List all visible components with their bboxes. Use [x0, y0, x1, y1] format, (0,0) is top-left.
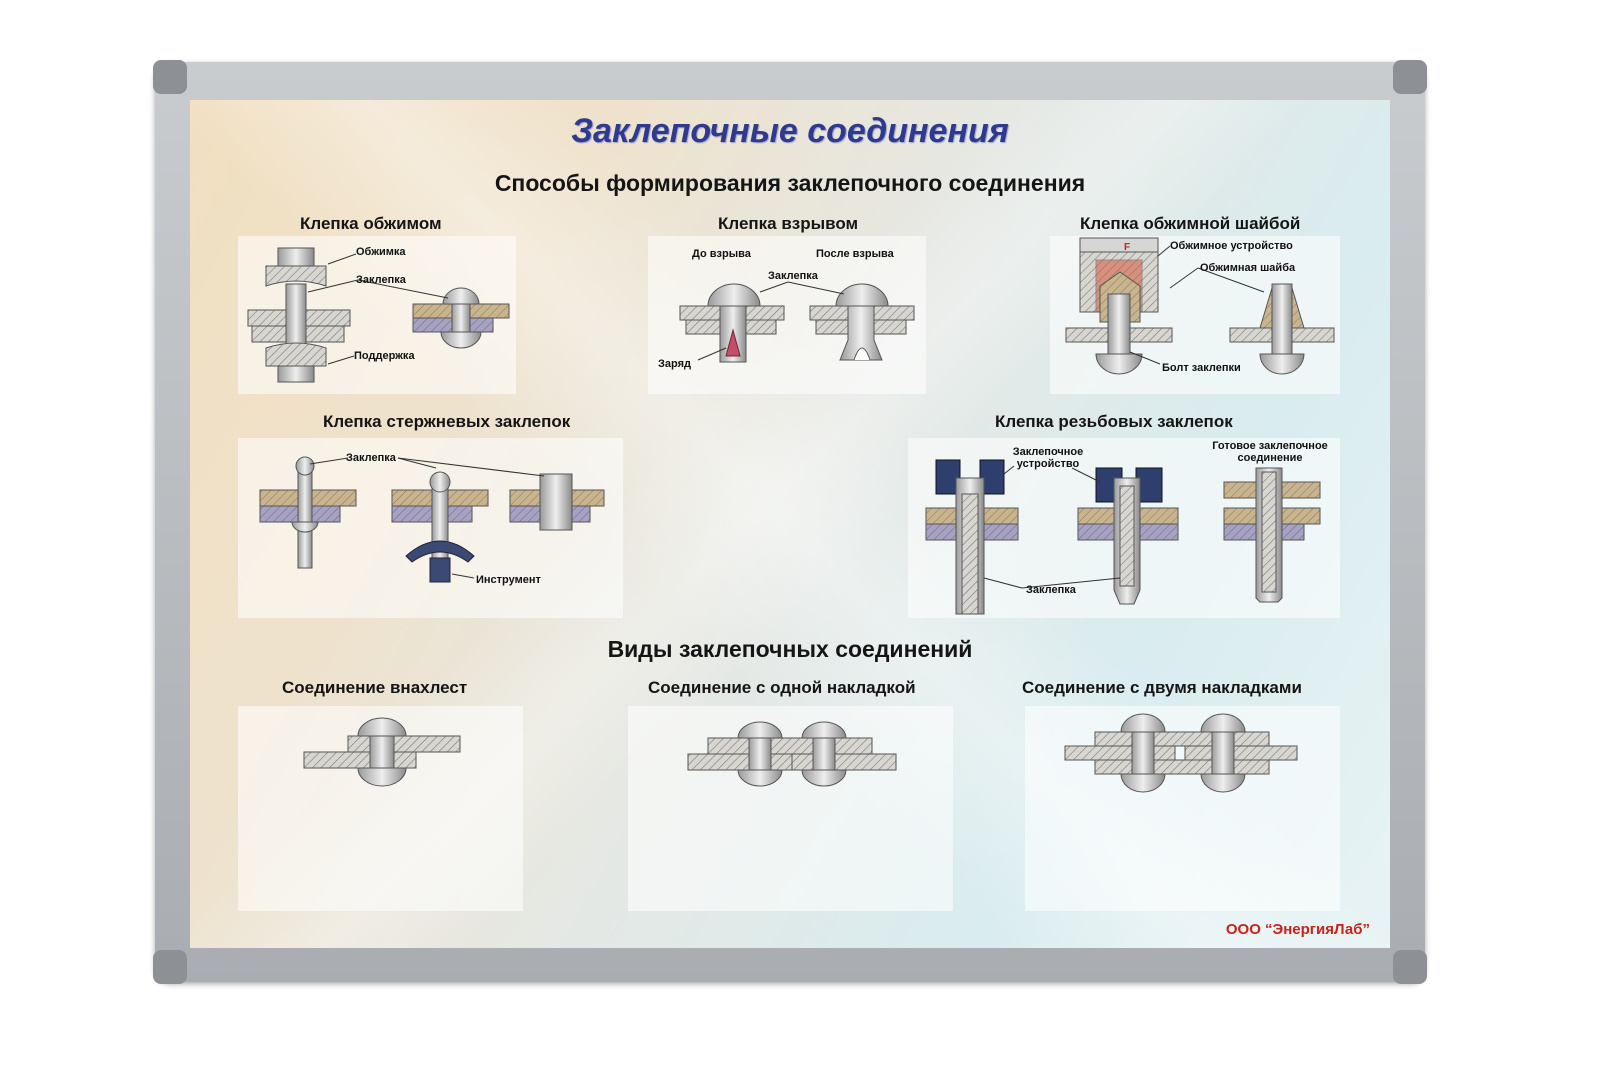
- crimp-label-support: Поддержка: [354, 350, 415, 362]
- rod-label-tool: Инструмент: [476, 574, 541, 586]
- frame-corner: [153, 950, 187, 984]
- crimp-label-rivet: Заклепка: [356, 274, 406, 286]
- joint-single-panel: [628, 706, 953, 911]
- joint-single-drawing: [687, 721, 897, 787]
- thread-title: Клепка резьбовых заклепок: [995, 412, 1233, 431]
- explosion-label-after: После взрыва: [816, 248, 894, 260]
- joint-double-title: Соединение с двумя накладками: [1022, 678, 1302, 697]
- explosion-label-rivet: Заклепка: [768, 270, 818, 282]
- explosion-rivet-drawing: [679, 281, 915, 363]
- thread-rivet-drawing: [925, 459, 1321, 615]
- washer-panel: F Обжимное устройство Обжимная шайба Бол…: [1050, 236, 1340, 394]
- joint-single-title: Соединение с одной накладкой: [648, 678, 916, 697]
- joint-double-panel: [1025, 706, 1340, 911]
- washer-rivet-drawing: F: [1065, 237, 1335, 375]
- poster-title: Заклепочные соединения: [571, 112, 1009, 150]
- joint-lap-panel: [238, 706, 523, 911]
- thread-label-finished: Готовое заклепочное соединение: [1212, 440, 1328, 464]
- section-title-methods: Способы формирования заклепочного соедин…: [494, 170, 1086, 196]
- washer-label-device: Обжимное устройство: [1170, 240, 1293, 252]
- rod-panel: Заклепка Инструмент: [238, 438, 623, 618]
- frame-corner: [1393, 60, 1427, 94]
- thread-panel: Заклепочное устройство Готовое заклепочн…: [908, 438, 1340, 618]
- crimp-panel: Обжимка Заклепка Поддержка: [238, 236, 516, 394]
- washer-label-washer: Обжимная шайба: [1200, 262, 1296, 274]
- explosion-label-before: До взрыва: [692, 248, 751, 260]
- brand-label: ООО “ЭнергияЛаб”: [1225, 921, 1370, 938]
- section-title-joints: Виды заклепочных соединений: [607, 636, 973, 662]
- frame-corner: [1393, 950, 1427, 984]
- joint-lap-title: Соединение внахлест: [282, 678, 468, 697]
- poster: Заклепочные соединения Способы формирова…: [190, 100, 1390, 948]
- thread-label-device: Заклепочное устройство: [1012, 446, 1084, 470]
- frame-corner: [153, 60, 187, 94]
- explosion-panel: До взрыва После взрыва Заклепка Заряд: [648, 236, 926, 394]
- crimp-label-die: Обжимка: [356, 246, 406, 258]
- explosion-label-charge: Заряд: [658, 358, 691, 370]
- joint-lap-drawing: [303, 717, 461, 787]
- washer-label-bolt: Болт заклепки: [1162, 362, 1241, 374]
- crimp-title: Клепка обжимом: [300, 214, 442, 233]
- rod-label-rivet: Заклепка: [346, 452, 396, 464]
- explosion-title: Клепка взрывом: [718, 214, 859, 233]
- joint-double-drawing: [1064, 713, 1298, 793]
- rod-title: Клепка стержневых заклепок: [323, 412, 571, 431]
- thread-label-rivet: Заклепка: [1026, 584, 1076, 596]
- washer-title: Клепка обжимной шайбой: [1080, 214, 1301, 233]
- washer-force-label: F: [1124, 242, 1130, 253]
- crimp-rivet-drawing: [247, 247, 510, 383]
- rod-rivet-drawing: [259, 456, 605, 583]
